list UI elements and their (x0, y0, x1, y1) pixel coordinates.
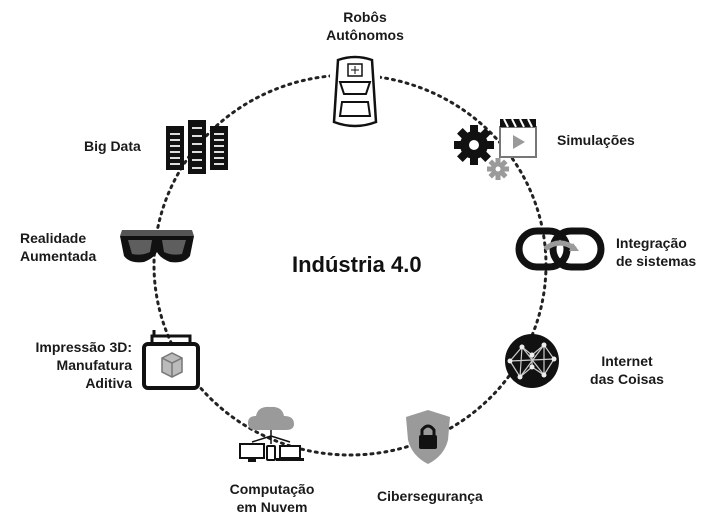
chain-link-icon (515, 227, 605, 271)
gears-clapperboard-icon (454, 118, 537, 180)
ar-glasses-icon (120, 230, 194, 263)
network-globe-icon (505, 334, 559, 388)
label-simulacoes: Simulações (557, 132, 635, 148)
server-rack-icon (166, 120, 228, 174)
shield-lock-icon (406, 410, 450, 464)
3d-printer-icon (142, 330, 200, 390)
label-ciber: Cibersegurança (377, 488, 483, 504)
label-bigdata: Big Data (84, 138, 141, 154)
center-title: Indústria 4.0 (292, 252, 422, 277)
cloud-devices-icon (239, 406, 304, 462)
autonomous-car-icon (330, 52, 380, 132)
